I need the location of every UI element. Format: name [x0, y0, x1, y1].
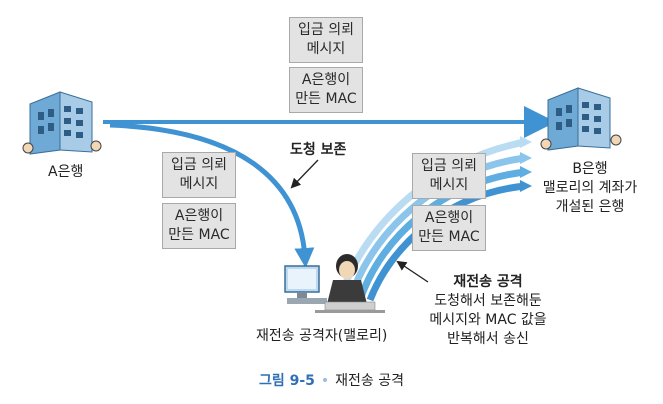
figure-title: 재전송 공격 — [335, 373, 405, 389]
right-mac: A은행이 만든 MAC — [412, 205, 486, 251]
bank-b-label: B은행 맬로리의 계좌가 개설된 은행 — [542, 161, 638, 215]
right-request-message: 입금 의뢰 메시지 — [412, 153, 486, 199]
figure-caption: 그림 9-5 • 재전송 공격 — [0, 371, 663, 391]
figure-number: 그림 9-5 — [258, 373, 315, 389]
top-request-message: 입금 의뢰 메시지 — [289, 17, 363, 63]
caption-separator: • — [320, 373, 330, 389]
intercept-arrow — [109, 122, 315, 268]
attacker-computer-icon — [284, 254, 385, 313]
top-mac: A은행이 만든 MAC — [289, 67, 363, 113]
replay-annotation-description: 도청해서 보존해둔 메시지와 MAC 값을 반복해서 송신 — [429, 293, 547, 347]
attacker-label: 재전송 공격자(맬로리) — [256, 328, 388, 344]
left-mac: A은행이 만든 MAC — [162, 203, 236, 249]
intercept-annotation: 도청 보존 — [290, 142, 347, 158]
intercept-pointer — [290, 159, 319, 189]
bank-b-building-icon — [540, 87, 622, 151]
bank-a-label: A은행 — [48, 164, 84, 180]
bank-a-building-icon — [22, 91, 102, 155]
replay-annotation-title: 재전송 공격 — [453, 274, 523, 290]
replay-pointer — [396, 260, 429, 283]
left-request-message: 입금 의뢰 메시지 — [162, 152, 236, 198]
